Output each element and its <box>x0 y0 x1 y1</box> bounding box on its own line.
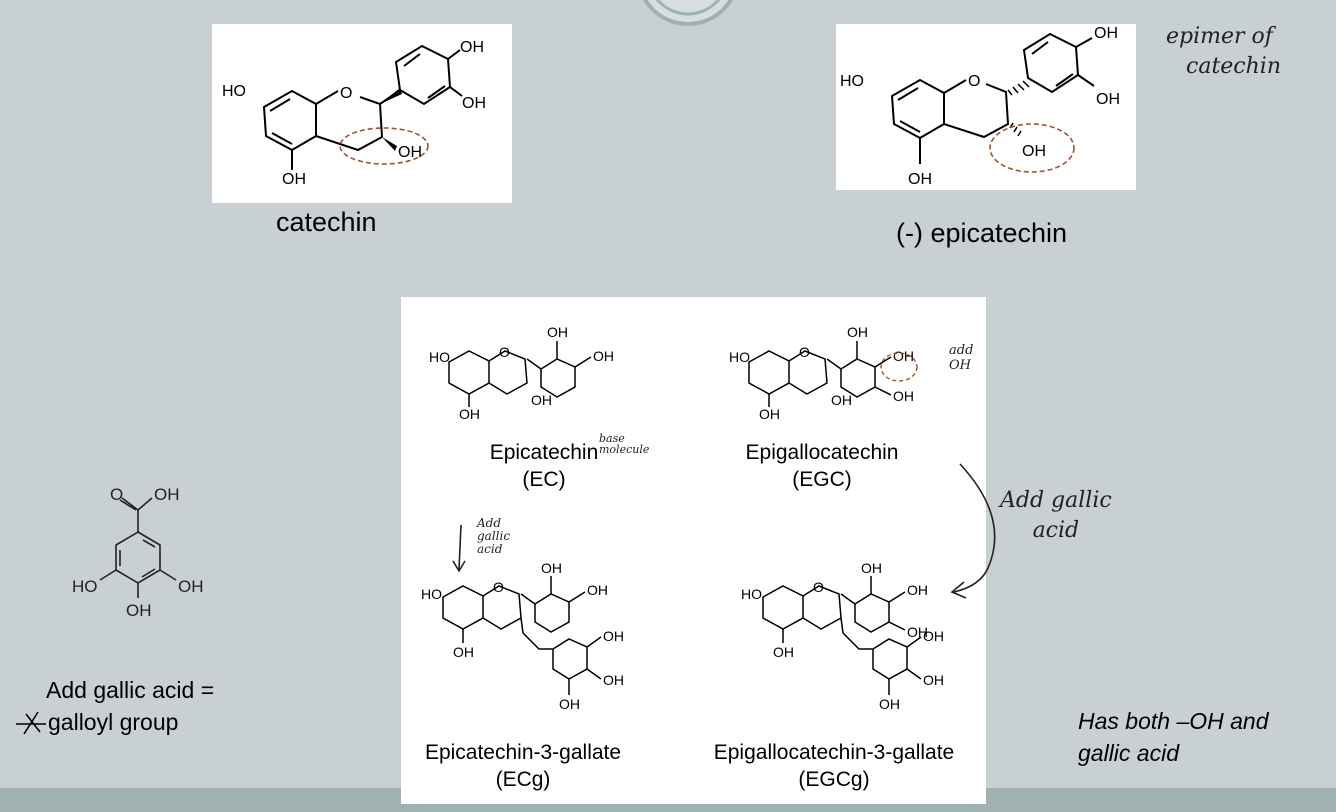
atom-label: O <box>813 579 824 595</box>
atom-label: OH <box>178 577 204 596</box>
ec-note-line: base <box>599 432 625 445</box>
egc-abbr: (EGC) <box>792 468 852 491</box>
atom-label: OH <box>154 485 180 504</box>
ec-name: Epicatechin <box>489 441 599 464</box>
atom-label: OH <box>547 324 568 340</box>
egc-note-line: OH <box>949 358 971 373</box>
atom-label: OH <box>893 348 914 364</box>
atom-label: O <box>499 344 510 360</box>
annotation-line: catechin <box>1186 54 1281 79</box>
atom-label: OH <box>603 672 624 688</box>
arrow-note-line: Add gallic <box>1000 488 1112 513</box>
atom-label: OH <box>893 388 914 404</box>
atom-label: OH <box>559 696 580 712</box>
ec-label: Epicatechin (EC) <box>399 439 689 493</box>
arrow-note-line: gallic <box>477 529 511 543</box>
catechin-structure: HO O OH OH OH OH <box>222 39 486 188</box>
atom-label: HO <box>729 349 750 365</box>
atom-label: HO <box>421 586 442 602</box>
ecg-abbr: (ECg) <box>495 768 551 791</box>
atom-label: OH <box>773 644 794 660</box>
atom-label: OH <box>923 672 944 688</box>
catechin-grid-panel: HO O OH OH OH OH HO O OH OH OH OH OH HO … <box>401 297 986 804</box>
atom-label: HO <box>429 349 450 365</box>
ecg-name: Epicatechin-3-gallate <box>424 741 622 764</box>
atom-label: HO <box>72 577 98 596</box>
atom-label: OH <box>587 582 608 598</box>
atom-label: OH <box>1022 143 1046 160</box>
add-gallic-note-left: Add gallic acid <box>477 517 510 556</box>
atom-label: OH <box>398 144 422 161</box>
arrow-note-line: acid <box>1032 518 1080 543</box>
atom-label: OH <box>861 560 882 576</box>
strike-mark-icon <box>16 711 46 735</box>
atom-label: OH <box>593 348 614 364</box>
atom-label: OH <box>923 628 944 644</box>
atom-label: OH <box>847 324 868 340</box>
add-gallic-note-right: Add gallic acid <box>1000 486 1112 546</box>
atom-label: OH <box>879 696 900 712</box>
atom-label: OH <box>907 582 928 598</box>
atom-label: OH <box>459 406 480 422</box>
atom-label: OH <box>541 560 562 576</box>
atom-label: HO <box>741 586 762 602</box>
catechin-caption: catechin <box>276 207 377 237</box>
atom-label: OH <box>1096 91 1120 108</box>
atom-label: OH <box>908 171 932 188</box>
ec-abbr: (EC) <box>522 468 566 491</box>
egcg-name: Epigallocatechin-3-gallate <box>713 741 955 764</box>
ec-note: base molecule <box>599 433 649 455</box>
epicatechin-structure: HO O OH OH OH OH <box>840 25 1120 188</box>
atom-label: HO <box>222 83 246 100</box>
epicatechin-structure-panel: HO O OH OH OH OH <box>836 24 1136 190</box>
atom-label: OH <box>1094 25 1118 42</box>
atom-label: O <box>110 485 123 504</box>
atom-label: OH <box>282 171 306 188</box>
atom-label: OH <box>126 601 152 620</box>
curved-arrow-icon <box>950 463 996 599</box>
catechin-grid-structures: HO O OH OH OH OH HO O OH OH OH OH OH HO … <box>421 324 944 712</box>
atom-label: OH <box>462 95 486 112</box>
catechin-structure-panel: HO O OH OH OH OH <box>212 24 512 203</box>
gallic-note-line: Add gallic acid = <box>46 677 215 703</box>
atom-label: OH <box>831 392 852 408</box>
arrow-note-line: Add <box>477 516 502 530</box>
arrow-note-line: acid <box>477 542 503 556</box>
atom-label: OH <box>453 644 474 660</box>
atom-label: O <box>968 73 980 90</box>
egcg-abbr: (EGCg) <box>798 768 870 791</box>
epimer-annotation: epimer of catechin <box>1166 22 1281 82</box>
annotation-line: epimer of <box>1166 24 1273 49</box>
egcg-label: Epigallocatechin-3-gallate (EGCg) <box>684 739 984 793</box>
summary-note-line: gallic acid <box>1078 740 1179 766</box>
ecg-label: Epicatechin-3-gallate (ECg) <box>383 739 663 793</box>
gallic-acid-note: Add gallic acid = galloyl group <box>16 674 215 738</box>
atom-label: O <box>493 579 504 595</box>
atom-label: OH <box>531 392 552 408</box>
atom-label: OH <box>460 39 484 56</box>
egc-label: Epigallocatechin (EGC) <box>677 439 967 493</box>
atom-label: O <box>340 85 352 102</box>
atom-label: O <box>799 344 810 360</box>
egc-note-line: add <box>949 343 974 358</box>
epicatechin-caption: (-) epicatechin <box>896 218 1068 248</box>
atom-label: OH <box>759 406 780 422</box>
atom-label: HO <box>840 73 864 90</box>
atom-label: OH <box>603 628 624 644</box>
atom-label: OH <box>907 624 928 640</box>
gallic-note-line: galloyl group <box>48 709 179 735</box>
slide-decoration-circle <box>642 0 734 26</box>
summary-note: Has both –OH and gallic acid <box>1078 705 1269 769</box>
gallic-acid-structure: O OH HO OH OH <box>72 485 204 620</box>
ec-note-line: molecule <box>599 443 650 456</box>
egc-name: Epigallocatechin <box>745 441 899 464</box>
summary-note-line: Has both –OH and <box>1078 708 1269 734</box>
egc-note: add OH <box>949 343 973 373</box>
